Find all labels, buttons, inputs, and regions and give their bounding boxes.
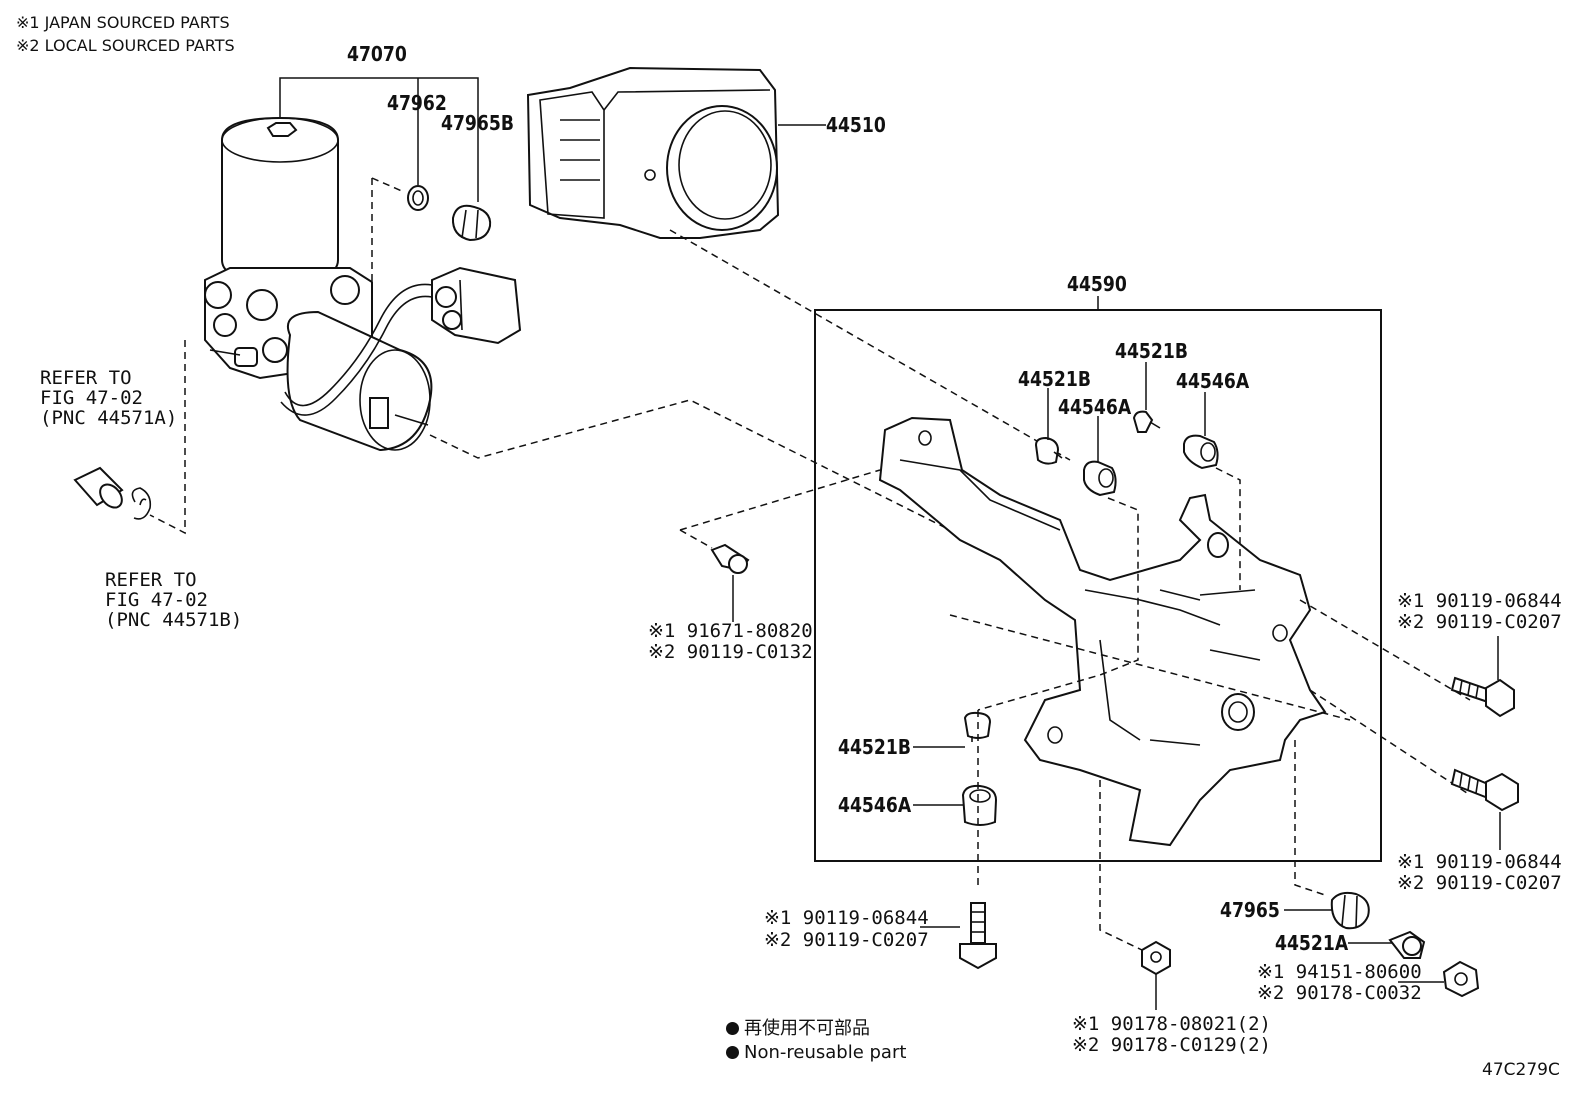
- collars-and-grommets: [949, 410, 1471, 951]
- legend-japan: ※1 JAPAN SOURCED PARTS: [16, 13, 230, 32]
- label-47070[interactable]: 47070: [347, 42, 407, 66]
- fastener-right-mid-2[interactable]: ※2 90119-C0207: [1397, 872, 1562, 894]
- fastener-bottom-1[interactable]: ※1 90119-06844: [764, 907, 929, 929]
- refer-44571b-link[interactable]: (PNC 44571B): [105, 609, 243, 631]
- refer-44571a-line2: FIG 47-02: [40, 387, 143, 409]
- label-44546a-bottom[interactable]: 44546A: [838, 793, 912, 817]
- refer-44571a-line1: REFER TO: [40, 367, 132, 389]
- abs-actuator: [526, 66, 1071, 461]
- figure-code: 47C279C: [1482, 1060, 1560, 1080]
- refer-44571b-line2: FIG 47-02: [105, 589, 208, 611]
- cap-47965: [1284, 891, 1370, 930]
- refer-44571a-link[interactable]: (PNC 44571A): [40, 407, 178, 429]
- refer-44571b-line1: REFER TO: [105, 569, 197, 591]
- bolt-center: [679, 469, 881, 622]
- non-reusable-dot-icon: [726, 1022, 739, 1035]
- fastener-bottom-2[interactable]: ※2 90119-C0207: [764, 929, 929, 951]
- label-44510[interactable]: 44510: [826, 113, 886, 137]
- bolt-right-top: [1450, 636, 1515, 718]
- fastener-right-top-2[interactable]: ※2 90119-C0207: [1397, 611, 1562, 633]
- label-44521a[interactable]: 44521A: [1275, 931, 1349, 955]
- bolt-right-mid: [1450, 768, 1519, 850]
- note-jp-text: 再使用不可部品: [744, 1018, 870, 1039]
- fastener-nut-right-1[interactable]: ※1 94151-80600: [1257, 961, 1422, 983]
- legend-local: ※2 LOCAL SOURCED PARTS: [16, 36, 235, 55]
- fastener-nut-right-2[interactable]: ※2 90178-C0032: [1257, 982, 1422, 1004]
- nut-right: [1398, 960, 1480, 998]
- fastener-right-mid-1[interactable]: ※1 90119-06844: [1397, 851, 1562, 873]
- label-47962[interactable]: 47962: [387, 91, 447, 115]
- note-non-reusable-jp: 再使用不可部品: [726, 1018, 870, 1040]
- label-44546a-mid[interactable]: 44546A: [1058, 395, 1132, 419]
- fastener-center-2[interactable]: ※2 90119-C0132: [648, 641, 813, 663]
- label-44546a-right[interactable]: 44546A: [1176, 369, 1250, 393]
- bolt-bottom: [920, 902, 997, 970]
- fastener-nut-bottom-2[interactable]: ※2 90178-C0129(2): [1072, 1034, 1271, 1056]
- label-44521b-left[interactable]: 44521B: [1018, 367, 1091, 391]
- bracket: [878, 416, 1327, 847]
- non-reusable-dot-icon: [726, 1046, 739, 1059]
- label-44521b-top[interactable]: 44521B: [1115, 339, 1188, 363]
- fastener-right-top-1[interactable]: ※1 90119-06844: [1397, 590, 1562, 612]
- fastener-center-1[interactable]: ※1 91671-80820: [648, 620, 813, 642]
- pump-motor-assembly: [73, 77, 1041, 576]
- label-44521b-bottom[interactable]: 44521B: [838, 735, 911, 759]
- nut-bottom: [1141, 940, 1171, 1010]
- label-47965b[interactable]: 47965B: [441, 111, 514, 135]
- label-47965[interactable]: 47965: [1220, 898, 1280, 922]
- fastener-nut-bottom-1[interactable]: ※1 90178-08021(2): [1072, 1013, 1271, 1035]
- note-non-reusable-en: Non-reusable part: [726, 1042, 906, 1064]
- note-en-text: Non-reusable part: [744, 1042, 907, 1063]
- fastener-right-top-1-text: ※1 90119-06844: [1397, 590, 1562, 612]
- label-44590[interactable]: 44590: [1067, 272, 1127, 296]
- collar-44521a: [1348, 930, 1426, 959]
